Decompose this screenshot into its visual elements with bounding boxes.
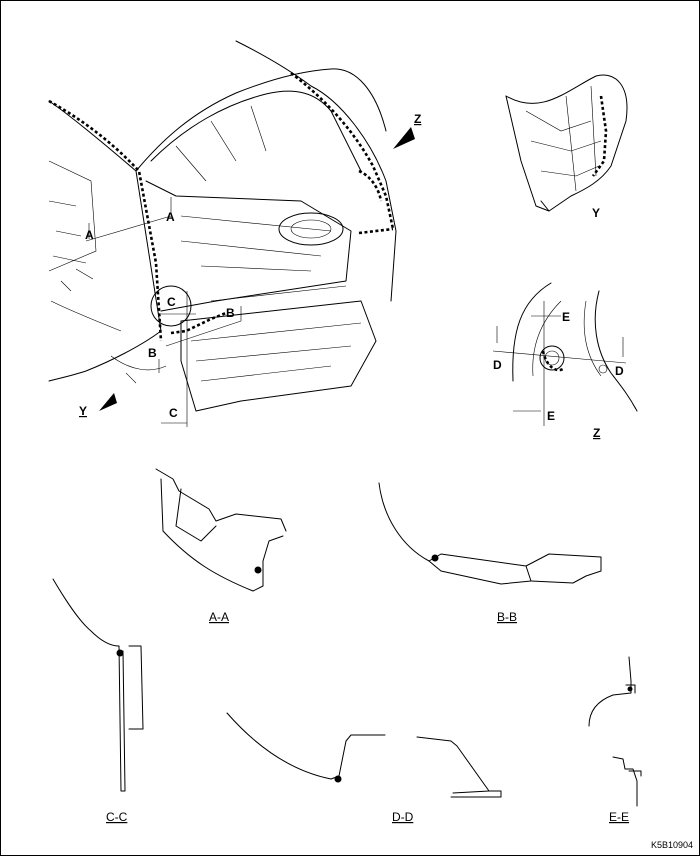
callout-d-left: D [493,358,502,372]
callout-b-left: B [148,346,157,360]
view-z-arrow [393,127,415,149]
callout-c-bottom: C [169,406,178,420]
view-z-detail [492,282,638,426]
section-b-b-label: B-B [497,610,517,624]
view-y-caption: Y [592,206,600,220]
section-b-b [378,482,602,585]
rear-body-view [48,40,415,427]
view-z-label: Z [414,112,421,126]
section-c-c [52,578,144,792]
section-d-d-label: D-D [392,810,414,824]
callout-d-right: D [615,364,624,378]
view-y-detail [505,74,628,212]
section-a-a-label: A-A [209,610,229,624]
section-a-a [155,468,287,592]
view-y-arrow [99,393,117,411]
callout-b-right: B [226,306,235,320]
callout-e-top: E [562,310,570,324]
callout-e-bottom: E [547,409,555,423]
section-d-d [226,712,502,798]
callout-a-left: A [85,228,94,242]
view-y-label: Y [79,404,87,418]
callout-c-top: C [167,295,176,309]
drawing-code: K5B10904 [651,840,693,850]
callout-a-right: A [166,210,175,224]
section-e-e [588,656,642,807]
section-e-e-label: E-E [609,810,629,824]
section-c-c-label: C-C [106,810,128,824]
view-z-caption: Z [593,426,600,440]
